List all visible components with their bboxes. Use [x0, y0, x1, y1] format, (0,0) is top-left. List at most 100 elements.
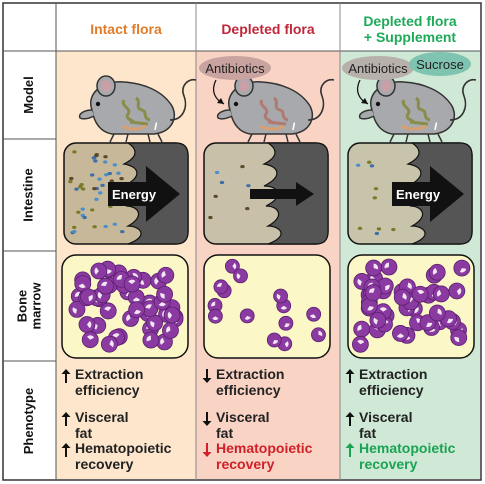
row-label-phenotype: Phenotype	[2, 361, 56, 480]
hema-line1: Hematopoietic	[75, 440, 172, 456]
arrow-up-icon	[61, 443, 71, 457]
bacterium	[214, 170, 220, 175]
energy-arrow	[108, 166, 180, 222]
mouse-icon: I	[216, 75, 335, 143]
cell-nucleus	[357, 324, 362, 332]
bacterium	[98, 191, 103, 195]
energy-label: Energy	[396, 187, 441, 202]
header-supplement-line2: + Supplement	[363, 29, 457, 45]
bacterium	[245, 206, 250, 211]
row-label-bone-line1: Bone	[14, 289, 29, 323]
hema-line1: Hematopoietic	[359, 440, 456, 456]
hema-line2: recovery	[359, 456, 418, 472]
bacterium	[376, 227, 382, 231]
cell-nucleus	[116, 274, 123, 280]
cell-nucleus	[437, 308, 442, 315]
cell-nucleus	[379, 307, 387, 312]
cell-nucleus	[101, 281, 108, 287]
svg-text:I: I	[434, 121, 438, 133]
bacterium	[119, 176, 124, 181]
hema-line2: recovery	[75, 456, 134, 472]
row-label-model: Model	[2, 51, 56, 139]
arrow-down-icon	[202, 443, 212, 457]
cell-nucleus	[154, 277, 159, 285]
row-label-intestine-text: Intestine	[21, 168, 36, 222]
cell-nucleus	[86, 321, 92, 329]
bacterium	[82, 215, 87, 220]
cell-nucleus	[396, 333, 405, 338]
bacterium	[116, 171, 121, 175]
hema-line1: Hematopoietic	[216, 440, 313, 456]
cell-nucleus	[402, 293, 407, 300]
cell-nucleus	[357, 339, 365, 345]
cell-nucleus	[158, 301, 166, 307]
bacterium	[92, 225, 97, 229]
bacterium	[107, 171, 113, 176]
bacterium	[103, 224, 108, 229]
cell-nucleus	[384, 262, 390, 269]
arrow-up-icon	[345, 443, 355, 457]
cell-nucleus	[212, 316, 219, 321]
marrow-panel-depleted	[203, 254, 331, 359]
bacterium	[72, 225, 77, 229]
header-supplement: Depleted flora + Supplement	[340, 8, 480, 50]
bacterium	[90, 208, 95, 212]
bacterium	[246, 184, 251, 188]
hema-line2: recovery	[216, 456, 275, 472]
cell-nucleus	[436, 289, 442, 297]
visceral-label: Visceral fat	[75, 409, 129, 441]
row-label-bone-line2: marrow	[28, 282, 43, 330]
weak-energy-arrow	[250, 182, 314, 206]
row-label-bone-marrow: Bone marrow	[2, 251, 56, 361]
cell-nucleus	[211, 301, 216, 307]
bacterium	[373, 187, 379, 191]
bacterium	[103, 160, 108, 164]
bacterium	[374, 231, 380, 236]
cell-nucleus	[94, 267, 99, 275]
antibiotics-bubble	[342, 56, 414, 80]
cell-nucleus	[236, 273, 241, 280]
bacterium	[94, 154, 99, 158]
cell-nucleus	[72, 307, 77, 314]
cell-nucleus	[373, 263, 379, 270]
cell-nucleus	[167, 311, 173, 319]
svg-text:I: I	[292, 121, 296, 133]
bacterium	[369, 164, 375, 168]
cell-nucleus	[126, 314, 131, 322]
cell-nucleus	[161, 271, 166, 278]
arrow-up-icon	[345, 369, 355, 383]
row-label-phenotype-text: Phenotype	[21, 387, 36, 454]
bacterium	[74, 187, 79, 191]
cell-nucleus	[97, 291, 103, 299]
cell-nucleus	[459, 268, 467, 273]
cell-nucleus	[78, 283, 86, 289]
cell-nucleus	[407, 282, 412, 290]
cell-nucleus	[145, 304, 152, 309]
bacterium	[120, 229, 125, 234]
cell-nucleus	[446, 318, 454, 324]
cell-nucleus	[367, 306, 374, 311]
cell-nucleus	[150, 320, 155, 328]
bacterium	[391, 227, 396, 232]
row-label-intestine: Intestine	[2, 139, 56, 251]
arrow-head	[217, 98, 224, 104]
cell-nucleus	[368, 288, 375, 293]
bacterium	[68, 180, 73, 184]
bacterium	[69, 176, 74, 181]
cell-nucleus	[109, 340, 114, 348]
cell-nucleus	[357, 278, 362, 286]
arrow-up-icon	[61, 412, 71, 426]
bacteria-dots	[68, 150, 402, 236]
bacterium	[367, 160, 372, 164]
bacterium	[109, 179, 114, 183]
extraction-line1: Extraction	[75, 366, 144, 382]
extraction-line2: efficiency	[75, 382, 140, 398]
row-label-model-text: Model	[21, 76, 36, 114]
bacterium	[112, 163, 118, 167]
antibiotics-label: Antibiotics	[348, 61, 408, 76]
cell-nucleus	[284, 341, 289, 348]
cell-nucleus	[318, 330, 323, 336]
antibiotics-bubble	[199, 56, 271, 80]
svg-text:I: I	[154, 121, 158, 133]
bacterium	[208, 215, 213, 220]
